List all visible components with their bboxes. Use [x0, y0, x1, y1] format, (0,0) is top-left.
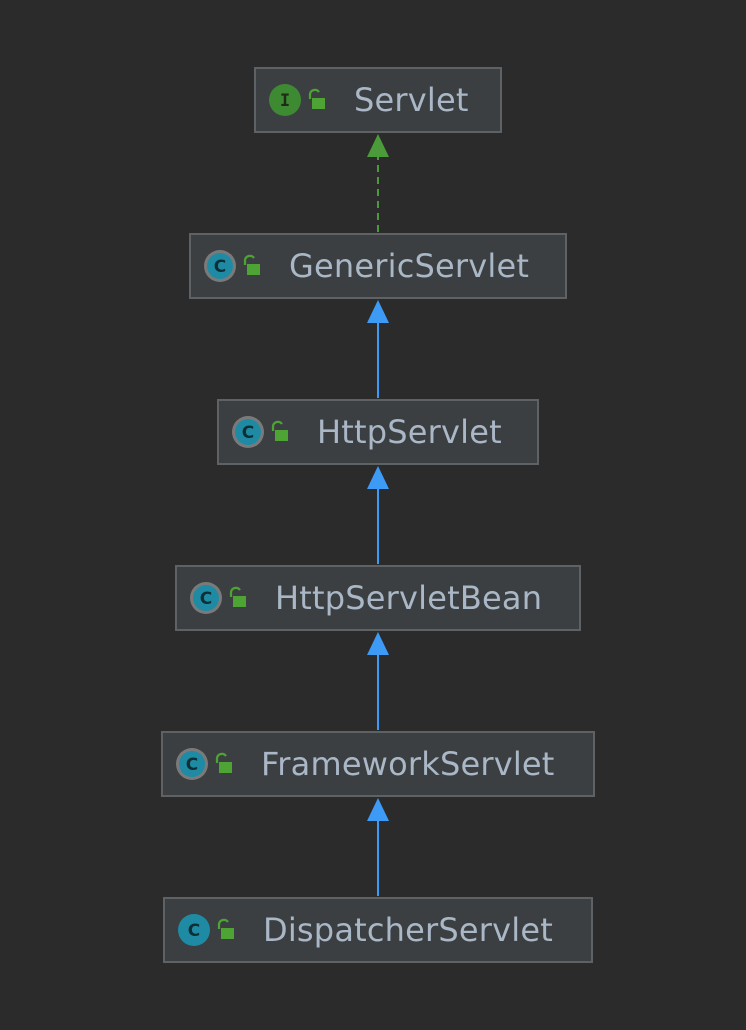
node-label: DispatcherServlet	[263, 911, 554, 949]
lock-icon	[213, 752, 235, 776]
svg-text:I: I	[280, 91, 290, 111]
node-generic-servlet[interactable]: C GenericServlet	[189, 233, 567, 299]
svg-text:C: C	[200, 589, 212, 609]
interface-icon: I	[268, 83, 302, 117]
lock-icon	[227, 586, 249, 610]
node-http-servlet-bean[interactable]: C HttpServletBean	[175, 565, 581, 631]
lock-icon	[215, 918, 237, 942]
node-dispatcher-servlet[interactable]: C DispatcherServlet	[163, 897, 593, 963]
node-servlet[interactable]: I Servlet	[254, 67, 502, 133]
node-framework-servlet[interactable]: C FrameworkServlet	[161, 731, 595, 797]
arrowhead-implements	[367, 134, 389, 157]
arrowhead-extends	[367, 798, 389, 821]
arrowhead-extends	[367, 300, 389, 323]
svg-text:C: C	[188, 921, 200, 941]
node-label: Servlet	[354, 81, 469, 119]
node-http-servlet[interactable]: C HttpServlet	[217, 399, 539, 465]
abstract-class-icon: C	[189, 581, 223, 615]
class-icon: C	[177, 913, 211, 947]
node-label: HttpServletBean	[275, 579, 543, 617]
lock-icon	[241, 254, 263, 278]
abstract-class-icon: C	[175, 747, 209, 781]
lock-icon	[269, 420, 291, 444]
node-label: HttpServlet	[317, 413, 502, 451]
svg-text:C: C	[214, 257, 226, 277]
lock-icon	[306, 88, 328, 112]
svg-text:C: C	[186, 755, 198, 775]
arrowhead-extends	[367, 632, 389, 655]
node-label: GenericServlet	[289, 247, 530, 285]
arrowhead-extends	[367, 466, 389, 489]
abstract-class-icon: C	[231, 415, 265, 449]
svg-text:C: C	[242, 423, 254, 443]
abstract-class-icon: C	[203, 249, 237, 283]
node-label: FrameworkServlet	[261, 745, 555, 783]
